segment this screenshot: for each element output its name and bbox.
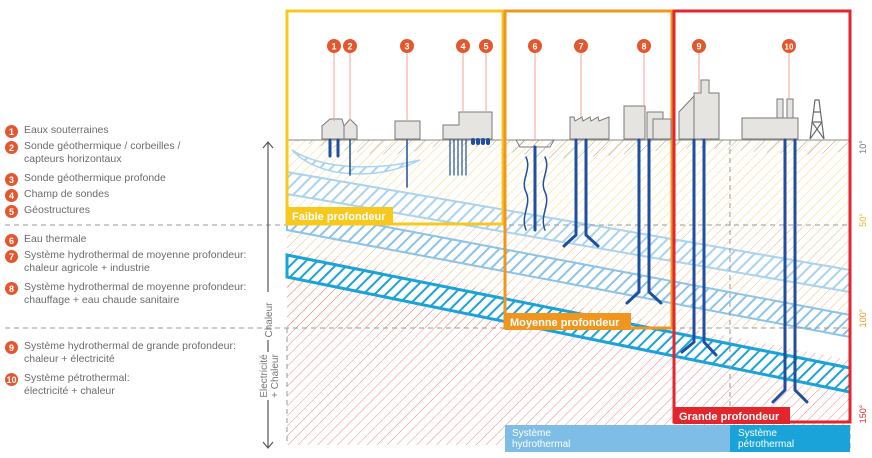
marker-badge: 6 — [5, 234, 18, 247]
chimney-10a — [776, 98, 784, 119]
legend-label: Sonde géothermique profonde — [24, 172, 166, 184]
legend-item-2: 2 Sonde géothermique / corbeilles / capt… — [5, 140, 210, 166]
groundwater-lens — [291, 149, 421, 175]
svg-text:8: 8 — [641, 42, 646, 52]
legend-label: Système hydrothermal de grande profondeu… — [24, 340, 236, 365]
system-bar-petrothermal — [730, 425, 850, 452]
marker-badge: 2 — [5, 141, 18, 154]
building-8a — [623, 105, 646, 140]
svg-text:9: 9 — [696, 42, 701, 52]
marker-badge: 1 — [5, 125, 18, 138]
legend-label: Géostructures — [24, 204, 90, 216]
pipes — [328, 138, 809, 404]
plant-9a — [678, 94, 695, 140]
chimney-10b — [786, 98, 794, 119]
legend-item-7: 7 Système hydrothermal de moyenne profon… — [5, 249, 270, 275]
legend-item-1: 1 Eaux souterraines — [5, 124, 109, 138]
marker-8: 8 — [637, 39, 651, 106]
pipe-8 — [625, 138, 663, 305]
legend-item-9: 9 Système hydrothermal de grande profond… — [5, 340, 265, 366]
temp-label-100: 100° — [858, 308, 868, 327]
marker-badge: 7 — [5, 250, 18, 263]
building-3 — [394, 120, 421, 140]
pipe-10 — [771, 138, 809, 404]
zone-label-shallow: Faible profondeur — [292, 211, 386, 223]
legend-item-3: 3 Sonde géothermique profonde — [5, 172, 166, 186]
system-bar-hydrothermal — [505, 425, 730, 452]
marker-5: 5 — [479, 39, 493, 112]
marker-6: 6 — [528, 39, 542, 140]
svg-text:7: 7 — [578, 42, 583, 52]
marker-badge: 4 — [5, 189, 18, 202]
legend-item-6: 6 Eau thermale — [5, 233, 86, 247]
heat-wave-left — [523, 156, 529, 231]
svg-text:2: 2 — [347, 42, 352, 52]
arrow-up-icon — [262, 141, 274, 149]
plant-9b — [693, 79, 720, 140]
legend-label: Champ de sondes — [24, 188, 110, 200]
svg-text:10: 10 — [785, 43, 794, 52]
axis-label-elec-2: + Chaleur — [270, 354, 281, 398]
zone-box-shallow — [285, 9, 505, 226]
marker-badge: 3 — [5, 173, 18, 186]
svg-text:5: 5 — [483, 42, 488, 52]
marker-10: 10 — [782, 39, 796, 99]
marker-badge: 5 — [5, 205, 18, 218]
system-label-hydro-1: Système — [512, 428, 551, 439]
legend-label: Eau thermale — [24, 233, 87, 245]
pipe-9 — [680, 138, 718, 357]
markers: 1 2 3 4 5 6 7 8 9 10 — [327, 39, 796, 140]
system-label-petro-2: pétrothermal — [738, 439, 794, 450]
legend-label: Sonde géothermique / corbeilles / capteu… — [24, 140, 181, 165]
usage-axis: Chaleur Electricité + Chaleur — [259, 141, 281, 449]
marker-7: 7 — [574, 39, 588, 117]
legend-item-5: 5 Géostructures — [5, 204, 90, 218]
drilling-derrick — [809, 99, 825, 140]
marker-3: 3 — [400, 39, 414, 121]
temp-label-50: 50° — [858, 213, 868, 227]
zone-label-bg-deep — [674, 407, 790, 424]
plant-10 — [741, 117, 799, 140]
marker-badge: 10 — [5, 373, 18, 386]
heat-wave-right — [542, 156, 548, 231]
factory-7 — [569, 116, 610, 140]
axis-label-heat: Chaleur — [264, 302, 275, 338]
temp-label-10: 10° — [858, 140, 868, 154]
marker-4: 4 — [456, 39, 470, 112]
axis-label-elec-1: Electricité — [259, 354, 270, 398]
building-4 — [442, 111, 493, 140]
system-label-petro-1: Système — [738, 428, 777, 439]
system-label-hydro-2: hydrothermal — [512, 439, 570, 450]
pipe-7 — [562, 138, 600, 248]
zone-label-bg-medium — [505, 313, 631, 330]
buildings — [321, 79, 825, 148]
svg-text:3: 3 — [404, 42, 409, 52]
svg-text:4: 4 — [460, 42, 465, 52]
svg-text:6: 6 — [532, 42, 537, 52]
arrow-down-icon — [262, 441, 274, 449]
marker-2: 2 — [343, 39, 357, 120]
marker-1: 1 — [327, 39, 341, 121]
house-1 — [321, 118, 345, 140]
legend-label: Système pétrothermal: électricité + chal… — [24, 372, 130, 397]
house-2 — [343, 118, 358, 140]
zone-label-bg-shallow — [287, 207, 393, 224]
temp-label-150: 150° — [858, 404, 868, 423]
legend-label: Eaux souterraines — [24, 124, 109, 136]
zone-label-medium: Moyenne profondeur — [510, 317, 620, 329]
marker-9: 9 — [692, 39, 706, 93]
legend-item-4: 4 Champ de sondes — [5, 188, 109, 202]
zone-label-deep: Grande profondeur — [679, 411, 780, 423]
topsoil — [287, 140, 850, 159]
marker-badge: 9 — [5, 341, 18, 354]
building-8c — [652, 118, 672, 140]
thermal-pool — [515, 139, 555, 148]
marker-badge: 8 — [5, 282, 18, 295]
legend-label: Système hydrothermal de moyenne profonde… — [24, 281, 247, 306]
legend-item-8: 8 Système hydrothermal de moyenne profon… — [5, 281, 270, 307]
legend-item-10: 10 Système pétrothermal: électricité + c… — [5, 372, 155, 398]
svg-text:1: 1 — [331, 42, 336, 52]
legend-label: Système hydrothermal de moyenne profonde… — [24, 249, 247, 274]
